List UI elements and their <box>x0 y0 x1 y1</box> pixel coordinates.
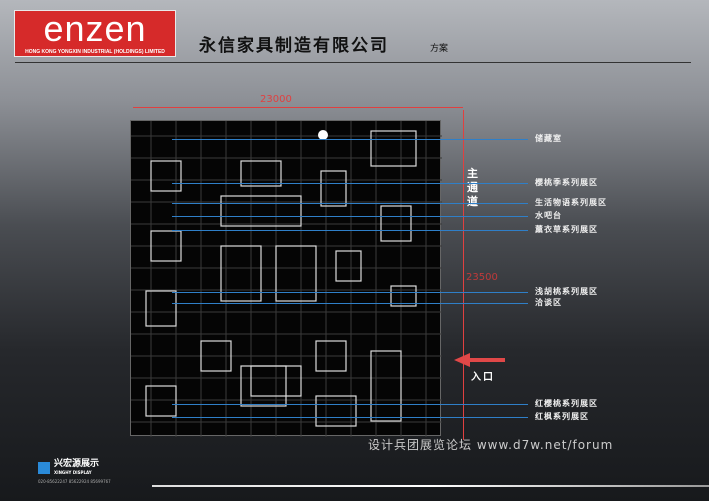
logo-subtext: HONG KONG YONGXIN INDUSTRIAL (HOLDINGS) … <box>25 49 165 55</box>
leader-line <box>172 404 528 405</box>
leader-line <box>172 303 528 304</box>
furniture-group <box>220 195 302 227</box>
furniture-group <box>390 285 417 307</box>
furniture-group <box>315 395 357 427</box>
leader-line <box>172 417 528 418</box>
furniture-group <box>315 340 347 372</box>
leader-line <box>172 216 528 217</box>
company-logo: enzen HONG KONG YONGXIN INDUSTRIAL (HOLD… <box>14 10 176 57</box>
furniture-group <box>335 250 362 282</box>
zone-label: 薰衣草系列展区 <box>535 225 598 234</box>
entrance-arrow-icon <box>454 353 470 367</box>
page-subtitle: 方案 <box>430 44 449 54</box>
brand-name-en: XINGHY DISPLAY <box>54 470 92 475</box>
leader-line <box>172 183 528 184</box>
width-dimension: 23000 <box>260 94 292 105</box>
brand-name-cn: 兴宏源展示 <box>54 459 100 469</box>
brand-logo-icon <box>38 462 50 474</box>
fixture <box>318 130 328 140</box>
logo-text: enzen <box>43 10 147 49</box>
furniture-group <box>370 350 402 422</box>
entrance-arrow-shaft <box>469 358 505 362</box>
furniture-group <box>150 230 182 262</box>
zone-label: 水吧台 <box>535 211 562 220</box>
zone-label: 红枫系列展区 <box>535 412 589 421</box>
depth-dimension-line <box>463 110 464 440</box>
furniture-group <box>320 170 347 207</box>
furniture-group <box>240 365 287 407</box>
entrance-label: 入口 <box>471 372 495 383</box>
floor-plan <box>130 120 442 437</box>
brand-phones: 020-85622247 85622924 85699767 <box>38 479 111 484</box>
furniture-group <box>240 160 282 187</box>
furniture-group <box>145 385 177 417</box>
leader-line <box>172 230 528 231</box>
zone-label: 储藏室 <box>535 134 562 143</box>
zone-label: 洽谈区 <box>535 298 562 307</box>
furniture-group <box>220 245 262 302</box>
depth-dimension: 23500 <box>466 272 498 283</box>
furniture-group <box>370 130 417 167</box>
leader-line <box>172 203 528 204</box>
furniture-group <box>200 340 232 372</box>
furniture-group <box>150 160 182 192</box>
furniture-group <box>275 245 317 302</box>
zone-label: 生活物语系列展区 <box>535 198 607 207</box>
width-dimension-line <box>133 107 463 108</box>
leader-line <box>172 292 528 293</box>
page-title: 永信家具制造有限公司 <box>199 36 389 56</box>
watermark: 设计兵团展览论坛 www.d7w.net/forum <box>368 438 614 452</box>
footer-divider <box>152 485 709 487</box>
leader-line <box>172 139 528 140</box>
zone-label: 浅胡桃系列展区 <box>535 287 598 296</box>
furniture-group <box>380 205 412 242</box>
zone-label: 樱桃季系列展区 <box>535 178 598 187</box>
furniture-group <box>145 290 177 327</box>
zone-label: 红樱桃系列展区 <box>535 399 598 408</box>
main-aisle-label: 主通道 <box>467 167 478 208</box>
header-divider <box>15 62 691 63</box>
